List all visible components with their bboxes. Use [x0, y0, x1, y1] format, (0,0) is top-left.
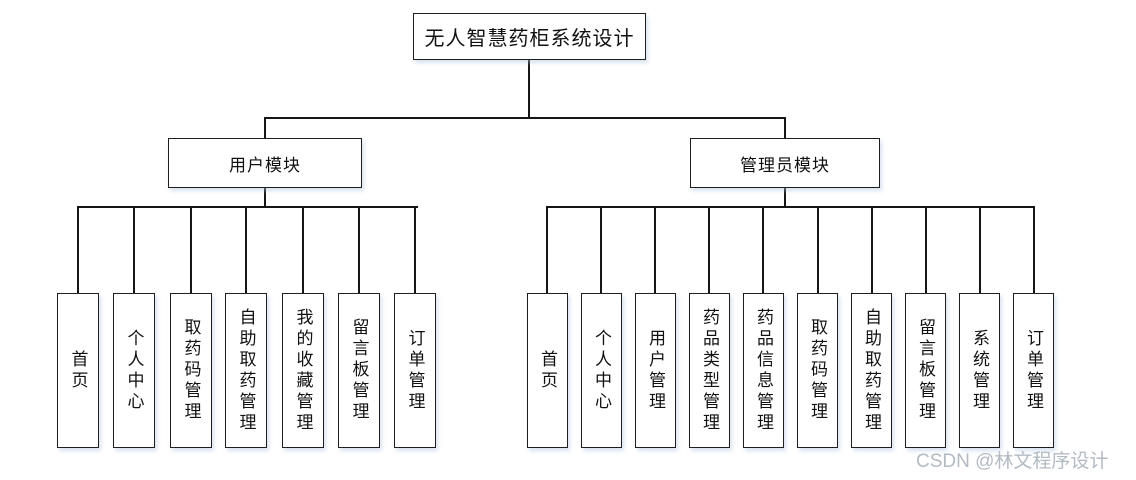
node-admin-medicine-type: 药品类型管理 [689, 293, 730, 448]
connector-user-module-top [264, 117, 266, 139]
connector-leaf-drop [245, 206, 247, 293]
node-user-pickup-code: 取药码管理 [170, 293, 212, 448]
node-admin-module: 管理员模块 [690, 138, 880, 188]
node-user-self-pickup: 自助取药管理 [225, 293, 267, 448]
node-user-self-pickup-label: 自助取药管理 [236, 307, 256, 434]
node-root-label: 无人智慧药柜系统设计 [424, 28, 635, 50]
connector-admin-horizontal [546, 206, 1035, 208]
node-admin-medicine-type-label: 药品类型管理 [700, 307, 719, 434]
node-user-profile: 个人中心 [113, 293, 155, 448]
connector-leaf-drop [190, 206, 192, 293]
node-user-home-label: 首页 [68, 349, 88, 392]
node-root: 无人智慧药柜系统设计 [413, 13, 646, 60]
connector-leaf-drop [133, 206, 135, 293]
node-user-module: 用户模块 [168, 138, 362, 188]
connector-leaf-drop [708, 206, 710, 293]
connector-leaf-drop [600, 206, 602, 293]
node-user-module-label: 用户模块 [229, 155, 301, 175]
node-admin-users: 用户管理 [635, 293, 676, 448]
connector-leaf-drop [762, 206, 764, 293]
node-admin-self-pickup-label: 自助取药管理 [862, 307, 881, 434]
node-user-message-board-label: 留言板管理 [349, 318, 369, 423]
node-user-pickup-code-label: 取药码管理 [181, 318, 201, 423]
connector-user-module-drop [264, 187, 266, 208]
node-admin-pickup-code-label: 取药码管理 [808, 318, 827, 423]
connector-leaf-drop [77, 206, 79, 293]
node-user-favorites-label: 我的收藏管理 [293, 307, 313, 434]
watermark: CSDN @林文程序设计 [916, 451, 1109, 472]
connector-leaf-drop [979, 206, 981, 293]
node-user-favorites: 我的收藏管理 [282, 293, 324, 448]
node-admin-profile: 个人中心 [581, 293, 622, 448]
connector-leaf-drop [654, 206, 656, 293]
node-admin-system: 系统管理 [959, 293, 1000, 448]
node-user-profile-label: 个人中心 [124, 328, 144, 413]
node-admin-self-pickup: 自助取药管理 [851, 293, 892, 448]
node-user-orders: 订单管理 [394, 293, 436, 448]
connector-leaf-drop [414, 206, 416, 293]
node-user-orders-label: 订单管理 [405, 328, 425, 413]
node-admin-message-board-label: 留言板管理 [916, 318, 935, 423]
node-admin-medicine-info: 药品信息管理 [743, 293, 784, 448]
connector-leaf-drop [871, 206, 873, 293]
node-admin-message-board: 留言板管理 [905, 293, 946, 448]
node-admin-users-label: 用户管理 [646, 328, 665, 413]
node-admin-pickup-code: 取药码管理 [797, 293, 838, 448]
connector-leaf-drop [1033, 206, 1035, 293]
node-admin-profile-label: 个人中心 [592, 328, 611, 413]
connector-root-drop [528, 60, 530, 118]
connector-admin-module-top [784, 117, 786, 139]
node-user-home: 首页 [57, 293, 99, 448]
node-admin-module-label: 管理员模块 [740, 155, 830, 175]
node-admin-medicine-info-label: 药品信息管理 [754, 307, 773, 434]
node-admin-home-label: 首页 [538, 349, 557, 392]
node-user-message-board: 留言板管理 [338, 293, 380, 448]
connector-level1-horizontal [264, 117, 786, 119]
connector-leaf-drop [925, 206, 927, 293]
connector-leaf-drop [302, 206, 304, 293]
node-admin-home: 首页 [527, 293, 568, 448]
node-admin-system-label: 系统管理 [970, 328, 989, 413]
node-admin-orders: 订单管理 [1013, 293, 1054, 448]
connector-leaf-drop [546, 206, 548, 293]
connector-user-horizontal [77, 206, 418, 208]
connector-leaf-drop [358, 206, 360, 293]
node-admin-orders-label: 订单管理 [1024, 328, 1043, 413]
connector-leaf-drop [817, 206, 819, 293]
connector-admin-module-drop [784, 187, 786, 208]
